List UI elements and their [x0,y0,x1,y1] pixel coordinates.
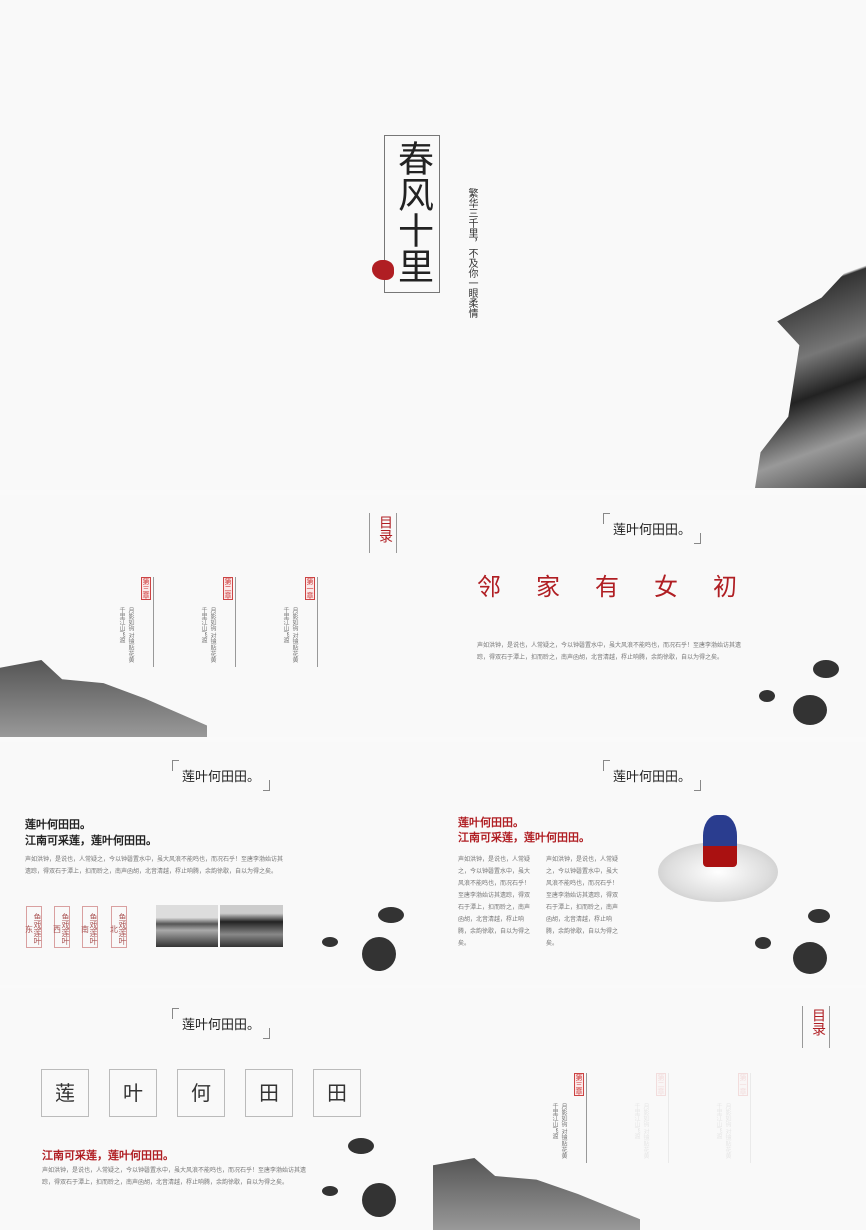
lily-pad-image [759,690,775,702]
contents-slide-2: 目录 第三章月影如钩 对镜贴花黄 千里江山飞渡 第二章月影如钩 对镜贴花黄 千里… [433,988,866,1230]
chapter-1[interactable]: 第一章月影如钩 对镜贴花黄 千里江山飞渡 [693,1073,751,1163]
lake-photo [156,905,218,947]
tag-south: 鱼戏莲叶南 [81,906,98,948]
char-box: 田 [245,1069,293,1117]
contents-title-frame [369,513,397,553]
char-box: 莲 [41,1069,89,1117]
lily-pad-image [378,907,404,923]
char-box: 田 [313,1069,361,1117]
headline-1: 莲叶何田田。 [458,816,524,829]
lily-pad-image [808,909,830,923]
slide-heading: 莲叶何田田。 [603,513,702,544]
body-col-2: 声如洪钟，是说也，人常疑之，今以钟磬置水中，虽大风浪不能鸣也，而况石乎！至唐李渤… [546,856,619,947]
chapter-2[interactable]: 第二章月影如钩 对镜贴花黄 千里江山飞渡 [611,1073,669,1163]
cover-subtitle: 繁华三千里，不及你一眼柔情 [466,188,477,318]
lily-pad-image [793,695,827,725]
temple-slide: 莲叶何田田。 莲叶何田田。 江南可采莲，莲叶何田田。 声如洪钟，是说也，人常疑之… [433,742,866,985]
tag-north: 鱼戏莲叶北 [110,906,127,948]
slide-heading: 莲叶何田田。 [172,760,271,791]
rooftops-image [433,1158,640,1230]
chapter-2[interactable]: 第二章月影如钩 对镜贴花黄 千里江山飞渡 [178,577,236,667]
temple-roof-image [703,815,737,867]
chapter-1[interactable]: 第一章月影如钩 对镜贴花黄 千里江山飞渡 [260,577,318,667]
lily-pad-image [755,937,771,949]
contents-title: 目录 [810,1008,826,1036]
cover-slide: 春风十里 繁华三千里，不及你一眼柔情 [0,0,866,490]
lily-pad-image [362,1183,396,1217]
lily-pad-image [348,1138,374,1154]
cover-title-frame [384,135,440,293]
slide-heading: 莲叶何田田。 [603,760,702,791]
cover-title: 春风十里 [392,140,433,284]
headline-2: 江南可采莲，莲叶何田田。 [25,834,157,847]
slide-heading: 莲叶何田田。 [172,1008,271,1039]
boxes-slide: 莲叶何田田。 莲 叶 何 田 田 江南可采莲，莲叶何田田。 声如洪钟，是说也，人… [0,988,433,1230]
boxes-body: 声如洪钟，是说也，人常疑之，今以钟磬置水中，虽大风浪不能鸣也，而况石乎！至唐李渤… [42,1167,307,1186]
headline-1: 莲叶何田田。 [25,818,91,831]
poem-slide: 莲叶何田田。 邻家有女初 声如洪钟，是说也，人常疑之，今以钟磬置水中，虽大风浪不… [433,495,866,737]
contents-title-frame [802,1006,830,1048]
char-box: 何 [177,1069,225,1117]
contents-slide: 目录 第三章月影如钩 对镜贴花黄 千里江山飞渡 第二章月影如钩 对镜贴花黄 千里… [0,495,433,737]
wall-photo [220,905,283,947]
tag-west: 鱼戏莲叶西 [53,906,70,948]
poem-chars: 邻家有女初 [477,573,737,601]
rooftops-image [0,660,207,737]
lily-pad-image [793,942,827,974]
lily-pad-image [322,1186,338,1196]
headline-2: 江南可采莲，莲叶何田田。 [458,831,590,844]
chapter-3[interactable]: 第三章月影如钩 对镜贴花黄 千里江山飞渡 [96,577,154,667]
pavilion-image [755,250,866,488]
poem-body: 声如洪钟，是说也，人常疑之，今以钟磬置水中，虽大风浪不能鸣也，而况石乎！至唐李渤… [477,642,742,661]
cloud-seal-icon [372,260,394,280]
chapter-3[interactable]: 第三章月影如钩 对镜贴花黄 千里江山飞渡 [529,1073,587,1163]
lily-pad-image [813,660,839,678]
lily-pad-image [362,937,396,971]
photos-body: 声如洪钟，是说也，人常疑之，今以钟磬置水中，虽大风浪不能鸣也，而况石乎！至唐李渤… [25,856,284,875]
photos-slide: 莲叶何田田。 莲叶何田田。 江南可采莲，莲叶何田田。 声如洪钟，是说也，人常疑之… [0,742,433,985]
char-box: 叶 [109,1069,157,1117]
body-col-1: 声如洪钟，是说也，人常疑之，今以钟磬置水中，虽大风浪不能鸣也，而况石乎！至唐李渤… [458,856,531,947]
red-headline: 江南可采莲，莲叶何田田。 [42,1149,174,1162]
contents-title: 目录 [377,515,393,543]
lily-pad-image [322,937,338,947]
tag-east: 鱼戏莲叶东 [25,906,42,948]
